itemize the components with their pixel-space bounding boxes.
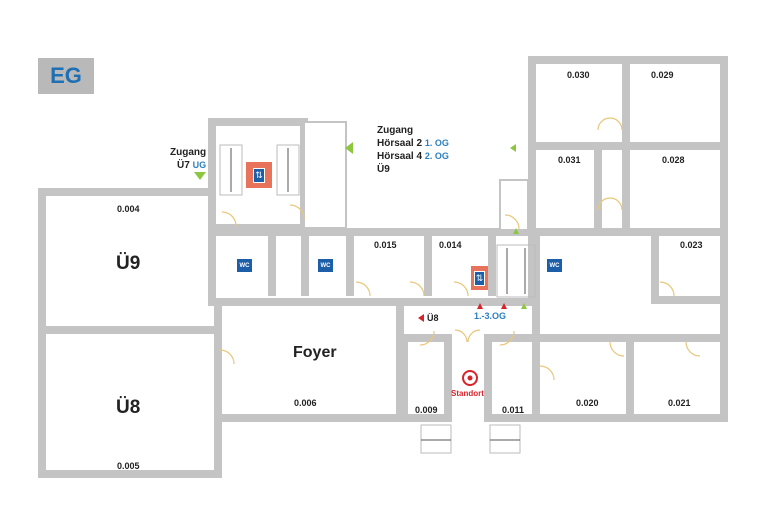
wall-room-0020 bbox=[532, 334, 634, 422]
room-number: 0.011 bbox=[502, 405, 525, 415]
room-number: 0.004 bbox=[117, 204, 140, 214]
access-west-level: UG bbox=[192, 160, 207, 170]
room-number: 0.015 bbox=[374, 240, 397, 250]
wc-icon[interactable]: WC bbox=[237, 259, 252, 272]
location-target-icon bbox=[462, 370, 478, 386]
arrow-up-red-icon bbox=[477, 303, 483, 309]
stairs-south-west bbox=[420, 424, 452, 454]
standort-label: Standort bbox=[451, 389, 484, 398]
arrow-left-green-icon bbox=[345, 142, 353, 154]
access-north-line2: Hörsaal 4 bbox=[377, 151, 423, 162]
access-north-line1-level: 1. OG bbox=[424, 138, 449, 148]
arrow-up-green-icon bbox=[521, 303, 527, 309]
arrow-left-green-icon bbox=[510, 144, 516, 152]
hall-u8-label: Ü8 bbox=[116, 397, 141, 418]
wall-room-0009 bbox=[400, 334, 452, 422]
access-west-title: Zugang bbox=[170, 147, 207, 158]
arrow-down-green-icon bbox=[194, 172, 206, 180]
wall-entry-stair bbox=[499, 179, 529, 231]
arrow-up-red-icon bbox=[501, 303, 507, 309]
access-west: Zugang Ü7 UG bbox=[170, 146, 206, 172]
elevator-icon[interactable]: ⇅ bbox=[471, 266, 488, 290]
room-number: 0.030 bbox=[567, 70, 590, 80]
wall-room-0031 bbox=[528, 142, 602, 236]
stairs-east bbox=[496, 244, 536, 298]
stairs-west bbox=[219, 144, 243, 196]
wall-stair-tower bbox=[303, 121, 347, 229]
room-number: 0.023 bbox=[680, 240, 703, 250]
room-number: 0.021 bbox=[668, 398, 691, 408]
hall-u9-label: Ü9 bbox=[116, 253, 141, 274]
room-number: 0.029 bbox=[651, 70, 674, 80]
room-number: 0.006 bbox=[294, 398, 317, 408]
wc-icon[interactable]: WC bbox=[547, 259, 562, 272]
arrow-left-red-icon bbox=[418, 314, 424, 322]
wall-foyer bbox=[214, 298, 404, 422]
access-north-line3: Ü9 bbox=[377, 164, 390, 175]
wc-icon[interactable]: WC bbox=[318, 259, 333, 272]
access-north-line1: Hörsaal 2 bbox=[377, 138, 423, 149]
stairs-mid bbox=[276, 144, 300, 196]
doors bbox=[219, 117, 701, 381]
arrow-up-green-icon bbox=[513, 228, 519, 234]
wall-room-0029 bbox=[622, 56, 728, 150]
u8-direction-label: Ü8 bbox=[427, 313, 439, 323]
room-number: 0.031 bbox=[558, 155, 581, 165]
stairs-south-east bbox=[489, 424, 521, 454]
arrows bbox=[194, 142, 527, 322]
access-north-title: Zugang bbox=[377, 125, 414, 136]
wall-room-0028 bbox=[622, 142, 728, 236]
access-north: Zugang Hörsaal 2 1. OG Hörsaal 4 2. OG Ü… bbox=[377, 124, 449, 176]
room-number: 0.005 bbox=[117, 461, 140, 471]
room-number: 0.009 bbox=[415, 405, 438, 415]
foyer-label: Foyer bbox=[293, 344, 337, 361]
upper-floors-label: 1.-3.OG bbox=[474, 311, 507, 321]
access-north-line2-level: 2. OG bbox=[424, 151, 449, 161]
room-number: 0.020 bbox=[576, 398, 599, 408]
elevator-icon[interactable]: ⇅ bbox=[246, 162, 272, 188]
access-west-target: Ü7 bbox=[177, 160, 190, 171]
wall-room-0023 bbox=[651, 228, 728, 304]
floor-label: EG bbox=[38, 58, 94, 94]
room-number: 0.028 bbox=[662, 155, 685, 165]
room-number: 0.014 bbox=[439, 240, 462, 250]
